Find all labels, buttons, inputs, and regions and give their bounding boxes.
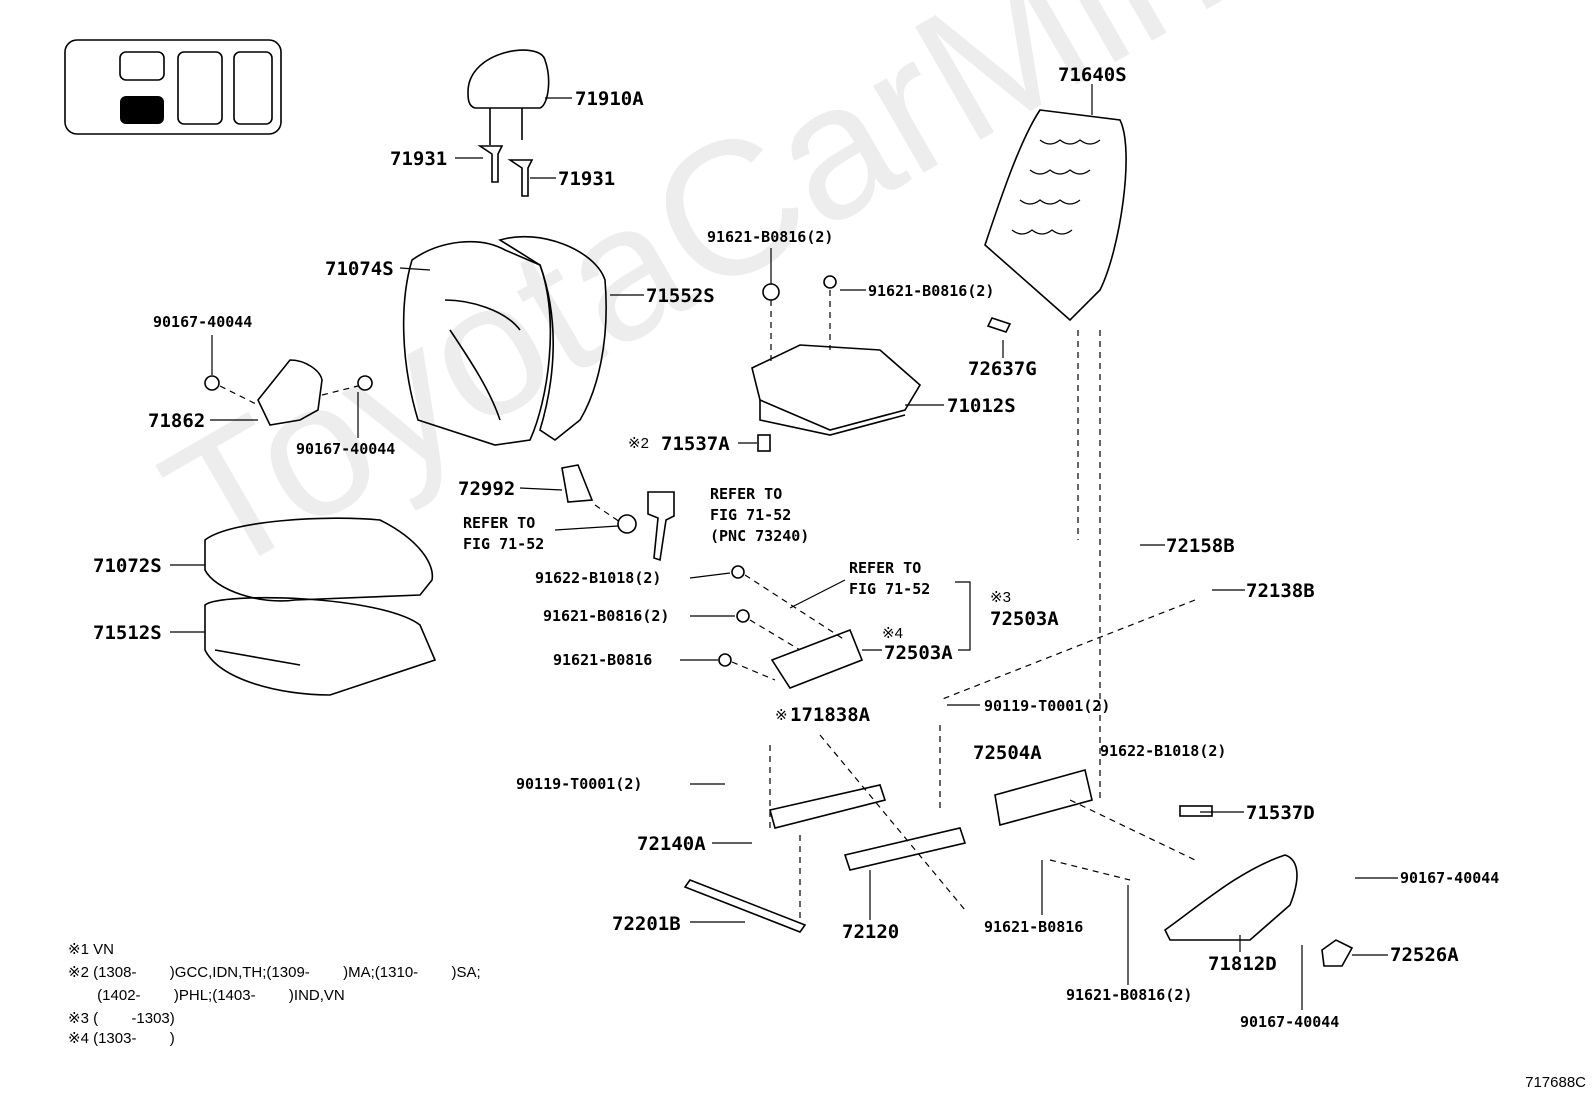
bracket-drawing	[204, 359, 373, 426]
footnote-2-cont: (1402- )PHL;(1403- )IND,VN	[68, 987, 345, 1004]
seat-cushion-drawing	[204, 517, 437, 696]
label-91622-B1018-2-a: 91622-B1018(2)	[535, 569, 662, 587]
label-90167-40044-a: 90167-40044	[153, 313, 253, 331]
label-90167-40044-d: 90167-40044	[1240, 1013, 1340, 1031]
label-72637G: 72637G	[968, 358, 1037, 380]
label-91621-B0816-e: 91621-B0816	[984, 918, 1084, 936]
label-72526A: 72526A	[1390, 944, 1459, 966]
label-71862: 71862	[148, 410, 206, 432]
label-71931-a: 71931	[390, 148, 448, 170]
footnote-1: ※1 VN	[68, 941, 114, 958]
mark-1: ※	[775, 707, 788, 724]
label-171838A: 171838A	[790, 704, 871, 726]
refer-1-line-2: FIG 71-52	[463, 535, 545, 553]
leader-lines	[170, 84, 1398, 1010]
seat-locator-icon	[64, 39, 282, 135]
label-91621-B0816-2-c: 91621-B0816(2)	[543, 607, 670, 625]
label-72158B: 72158B	[1166, 535, 1235, 557]
label-71537D: 71537D	[1246, 802, 1315, 824]
buckle-drawing	[647, 491, 675, 562]
label-71931-b: 71931	[558, 168, 616, 190]
mark-4: ※4	[882, 625, 903, 642]
footnote-4: ※4 (1303- )	[68, 1030, 175, 1047]
label-72120: 72120	[842, 921, 900, 943]
seatback-frame-drawing	[984, 109, 1127, 800]
label-90167-40044-c: 90167-40044	[1400, 869, 1500, 887]
label-72503A-1: 72503A	[990, 608, 1059, 630]
label-71552S: 71552S	[646, 285, 715, 307]
label-91622-B1018-2-b: 91622-B1018(2)	[1100, 742, 1227, 760]
footnote-3: ※3 ( -1303)	[68, 1010, 175, 1027]
refer-2-line-2: FIG 71-52	[710, 506, 792, 524]
label-71640S: 71640S	[1058, 64, 1127, 86]
label-90119-T0001-2-b: 90119-T0001(2)	[516, 775, 643, 793]
refer-3-line-1: REFER TO	[849, 559, 922, 577]
adjuster-drawing	[718, 565, 864, 689]
mark-2: ※2	[628, 435, 649, 452]
refer-3-line-2: FIG 71-52	[849, 580, 931, 598]
label-71537A: 71537A	[661, 433, 730, 455]
cover-72992	[561, 464, 594, 503]
refer-2-line-1: REFER TO	[710, 485, 783, 503]
label-71012S: 71012S	[947, 395, 1016, 417]
seatback-drawing	[402, 235, 607, 446]
diagram-code: 717688C	[1525, 1074, 1586, 1091]
label-72138B: 72138B	[1246, 580, 1315, 602]
label-71812D: 71812D	[1208, 953, 1277, 975]
footnote-2: ※2 (1308- )GCC,IDN,TH;(1309- )MA;(1310- …	[68, 964, 481, 981]
refer-1-line-1: REFER TO	[463, 514, 536, 532]
label-72992: 72992	[458, 478, 516, 500]
label-91621-B0816-2-f: 91621-B0816(2)	[1066, 986, 1193, 1004]
bushing	[617, 514, 637, 534]
label-71072S: 71072S	[93, 555, 162, 577]
label-91621-B0816-2-b: 91621-B0816(2)	[868, 282, 995, 300]
label-90119-T0001-2-a: 90119-T0001(2)	[984, 697, 1111, 715]
cushion-frame-drawing	[751, 275, 922, 452]
label-91621-B0816-2-a: 91621-B0816(2)	[707, 228, 834, 246]
label-91621-B0816-d: 91621-B0816	[553, 651, 653, 669]
label-71910A: 71910A	[575, 88, 644, 110]
label-90167-40044-b: 90167-40044	[296, 440, 396, 458]
label-72503A-2: 72503A	[884, 642, 953, 664]
label-72201B: 72201B	[612, 913, 681, 935]
label-71512S: 71512S	[93, 622, 162, 644]
headrest-drawing	[467, 49, 550, 197]
label-72140A: 72140A	[637, 833, 706, 855]
mark-3: ※3	[990, 589, 1011, 606]
refer-2-line-3: (PNC 73240)	[710, 527, 810, 545]
label-72504A: 72504A	[973, 742, 1042, 764]
seat-tracks-drawing	[683, 599, 1354, 967]
label-71074S: 71074S	[325, 258, 394, 280]
